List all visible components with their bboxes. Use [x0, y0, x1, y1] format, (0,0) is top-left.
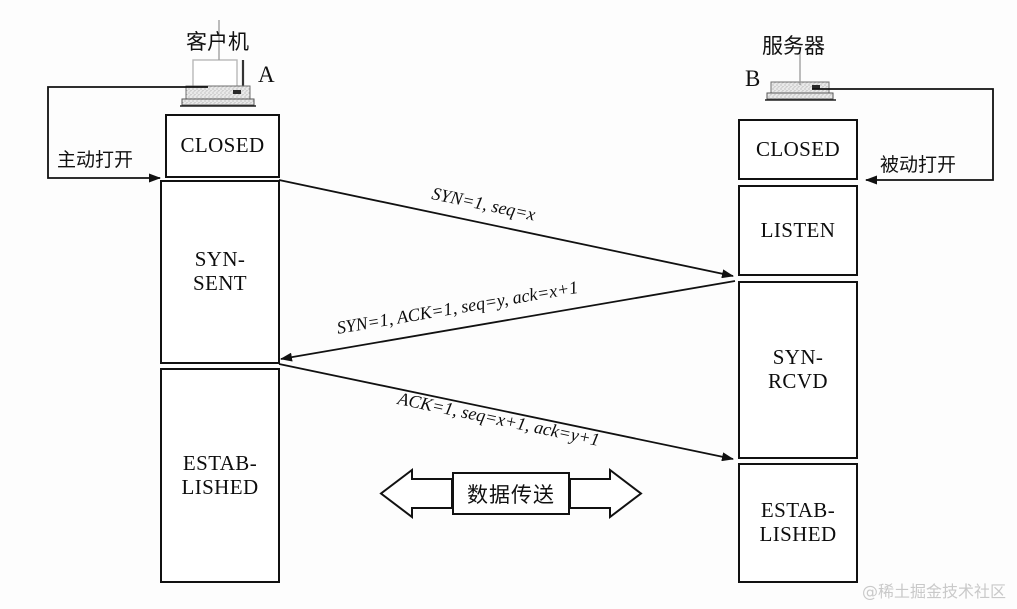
server-state-closed: CLOSED [738, 119, 858, 180]
client-letter: A [258, 62, 275, 87]
server-state-listen: LISTEN [738, 185, 858, 276]
message-arrow-ack [278, 363, 734, 462]
server-letter: B [745, 66, 761, 91]
data-transfer-box: 数据传送 [452, 472, 570, 515]
server-computer-icon [765, 81, 836, 101]
client-state-established-label: ESTAB- LISHED [181, 450, 259, 499]
passive-open-label: 被动打开 [880, 154, 957, 176]
server-state-listen-label: LISTEN [760, 217, 836, 242]
server-state-syn-rcvd-label: SYN- RCVD [768, 345, 828, 393]
active-open-connector [47, 86, 208, 183]
client-state-syn-sent-label: SYN- SENT [192, 247, 248, 295]
server-state-closed-label: CLOSED [755, 136, 841, 161]
client-state-syn-sent: SYN- SENT [160, 180, 280, 364]
data-transfer-arrow-left [379, 467, 453, 520]
client-computer-icon [180, 59, 256, 107]
server-state-syn-rcvd: SYN- RCVD [738, 281, 858, 459]
client-title: 客户机 [186, 30, 249, 54]
client-state-closed: CLOSED [165, 114, 280, 178]
watermark: @稀土掘金技术社区 [862, 582, 1007, 601]
data-transfer-arrow-right [569, 467, 643, 520]
server-title: 服务器 [762, 34, 825, 58]
client-state-closed-label: CLOSED [180, 133, 265, 158]
server-state-established: ESTAB- LISHED [738, 463, 858, 583]
client-state-established: ESTAB- LISHED [160, 368, 280, 583]
passive-open-connector [812, 88, 994, 185]
message-arrow-syn-ack [280, 280, 736, 362]
message-arrow-syn [278, 179, 734, 279]
active-open-label: 主动打开 [57, 149, 134, 171]
server-state-established-label: ESTAB- LISHED [759, 498, 837, 546]
